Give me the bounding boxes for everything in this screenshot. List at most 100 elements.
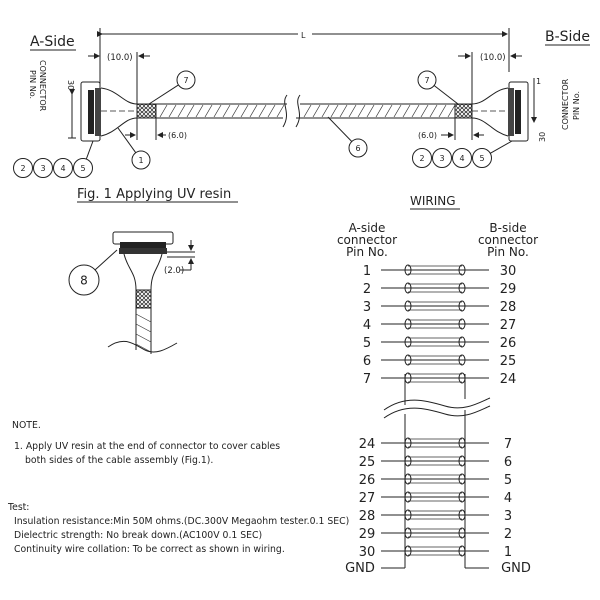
b-pin-number: 29 (500, 282, 517, 297)
wiring-row: 2 29 (363, 282, 516, 297)
part-balloon-2-text: 2 (20, 164, 25, 173)
length-dimension: L (97, 28, 510, 140)
a-pin-number: 24 (359, 437, 376, 452)
b-pin-number: 26 (500, 336, 517, 351)
sleeve-balloon-right-text: 7 (424, 76, 429, 85)
part-balloon-5-text: 5 (80, 164, 85, 173)
b-pin-number: 6 (504, 455, 512, 470)
braid-sleeve-left (136, 103, 157, 119)
a-pin-number: 5 (363, 336, 371, 351)
wiring-row: 30 1 (359, 545, 512, 560)
b-pin-number: 2 (504, 527, 512, 542)
gnd-right-label: GND (501, 561, 531, 576)
note-line-1: 1. Apply UV resin at the end of connecto… (14, 441, 281, 452)
sleeve-balloon-right: 7 (417, 70, 459, 105)
cable-balloon: 6 (327, 116, 368, 158)
part-balloon-3: 3 (33, 158, 53, 178)
pin-1-label: 1 (536, 77, 541, 86)
note-title: NOTE. (12, 420, 41, 431)
b-pin-number: 1 (504, 545, 512, 560)
b-pin-number: 25 (500, 354, 517, 369)
b-side-header: Pin No. (487, 245, 529, 259)
wiring-row: 29 2 (359, 527, 512, 542)
b-pin-number: 7 (504, 437, 512, 452)
cable-balloon-text: 6 (355, 144, 360, 153)
a-pin-number: 28 (359, 509, 376, 524)
wiring-row: 6 25 (363, 354, 516, 369)
b-pin-number: 5 (504, 473, 512, 488)
part-balloon-4-text: 4 (459, 154, 464, 163)
note-line-2: both sides of the cable assembly (Fig.1)… (25, 455, 214, 466)
part-balloon-5: 5 (472, 140, 513, 168)
dim-2-text: (2.0) (164, 266, 184, 276)
test-line-insulation: Insulation resistance:Min 50M ohms.(DC.3… (14, 516, 350, 527)
wiring-row: 28 3 (359, 509, 512, 524)
wiring-row: 24 7 (359, 437, 512, 452)
a-pin-number: 29 (359, 527, 376, 542)
sleeve-balloon-left-text: 7 (183, 76, 188, 85)
a-pin-number: 1 (363, 264, 371, 279)
wiring-row: 25 6 (359, 455, 512, 470)
connector-pin-label: PIN No. (28, 70, 37, 99)
resin-detail-view: (2.0) (107, 231, 195, 354)
a-side-header: connector (337, 233, 397, 247)
connector-pin-label: CONNECTOR (561, 78, 570, 130)
dim-10-right-text: (10.0) (480, 53, 506, 63)
pin-indicator-right: 1 30 CONNECTOR PIN No. (531, 77, 581, 142)
b-pin-number: 4 (504, 491, 512, 506)
connector-a (80, 81, 138, 142)
a-pin-number: 25 (359, 455, 376, 470)
part-balloon-3: 3 (432, 148, 452, 168)
part-balloon-3-text: 3 (439, 154, 444, 163)
part-balloon-3-text: 3 (40, 164, 45, 173)
a-side-header: Pin No. (346, 245, 388, 259)
gnd-left-label: GND (345, 561, 375, 576)
connector-pin-label: CONNECTOR (38, 60, 47, 112)
dimension-10-right: (10.0) (458, 52, 522, 140)
connector-balloon: 1 (117, 127, 151, 170)
part-balloon-4: 4 (452, 148, 472, 168)
part-balloon-2: 2 (13, 158, 33, 178)
test-line-continuity: Continuity wire collation: To be correct… (14, 544, 285, 555)
wiring-row: 4 27 (363, 318, 516, 333)
b-pin-number: 24 (500, 372, 517, 387)
resin-balloon: 8 (68, 249, 118, 296)
part-balloon-4: 4 (53, 158, 73, 178)
dimension-10-left: (10.0) (88, 52, 150, 140)
cable-body (156, 94, 456, 128)
a-pin-number: 27 (359, 491, 376, 506)
wiring-row: 27 4 (359, 491, 512, 506)
a-pin-number: 4 (363, 318, 371, 333)
pin-indicator-left: 30 CONNECTOR PIN No. (28, 60, 76, 139)
part-balloon-2-text: 2 (419, 154, 424, 163)
a-pin-number: 26 (359, 473, 376, 488)
wiring-row: 5 26 (363, 336, 516, 351)
dimension-6-right: (6.0) (418, 118, 484, 140)
b-pin-number: 27 (500, 318, 517, 333)
wiring-row: 7 24 (363, 372, 516, 387)
resin-balloon-text: 8 (80, 273, 88, 287)
connector-b (471, 81, 529, 142)
b-pin-number: 3 (504, 509, 512, 524)
dim-6-right-text: (6.0) (418, 131, 437, 140)
part-balloon-4-text: 4 (60, 164, 65, 173)
test-line-dielectric: Dielectric strength: No break down.(AC10… (14, 530, 263, 541)
a-pin-number: 7 (363, 372, 371, 387)
pin-30-label: 30 (66, 80, 75, 90)
a-pin-number: 3 (363, 300, 371, 315)
b-side-header: B-side (489, 221, 526, 235)
a-pin-number: 30 (359, 545, 376, 560)
a-pin-number: 6 (363, 354, 371, 369)
connector-balloon-text: 1 (138, 156, 143, 165)
dim-6-left-text: (6.0) (168, 131, 187, 140)
test-title: Test: (8, 502, 30, 513)
break-line (383, 405, 491, 419)
a-pin-number: 2 (363, 282, 371, 297)
connector-pin-label: PIN No. (572, 91, 581, 120)
part-balloon-2: 2 (412, 148, 432, 168)
b-side-header: connector (478, 233, 538, 247)
